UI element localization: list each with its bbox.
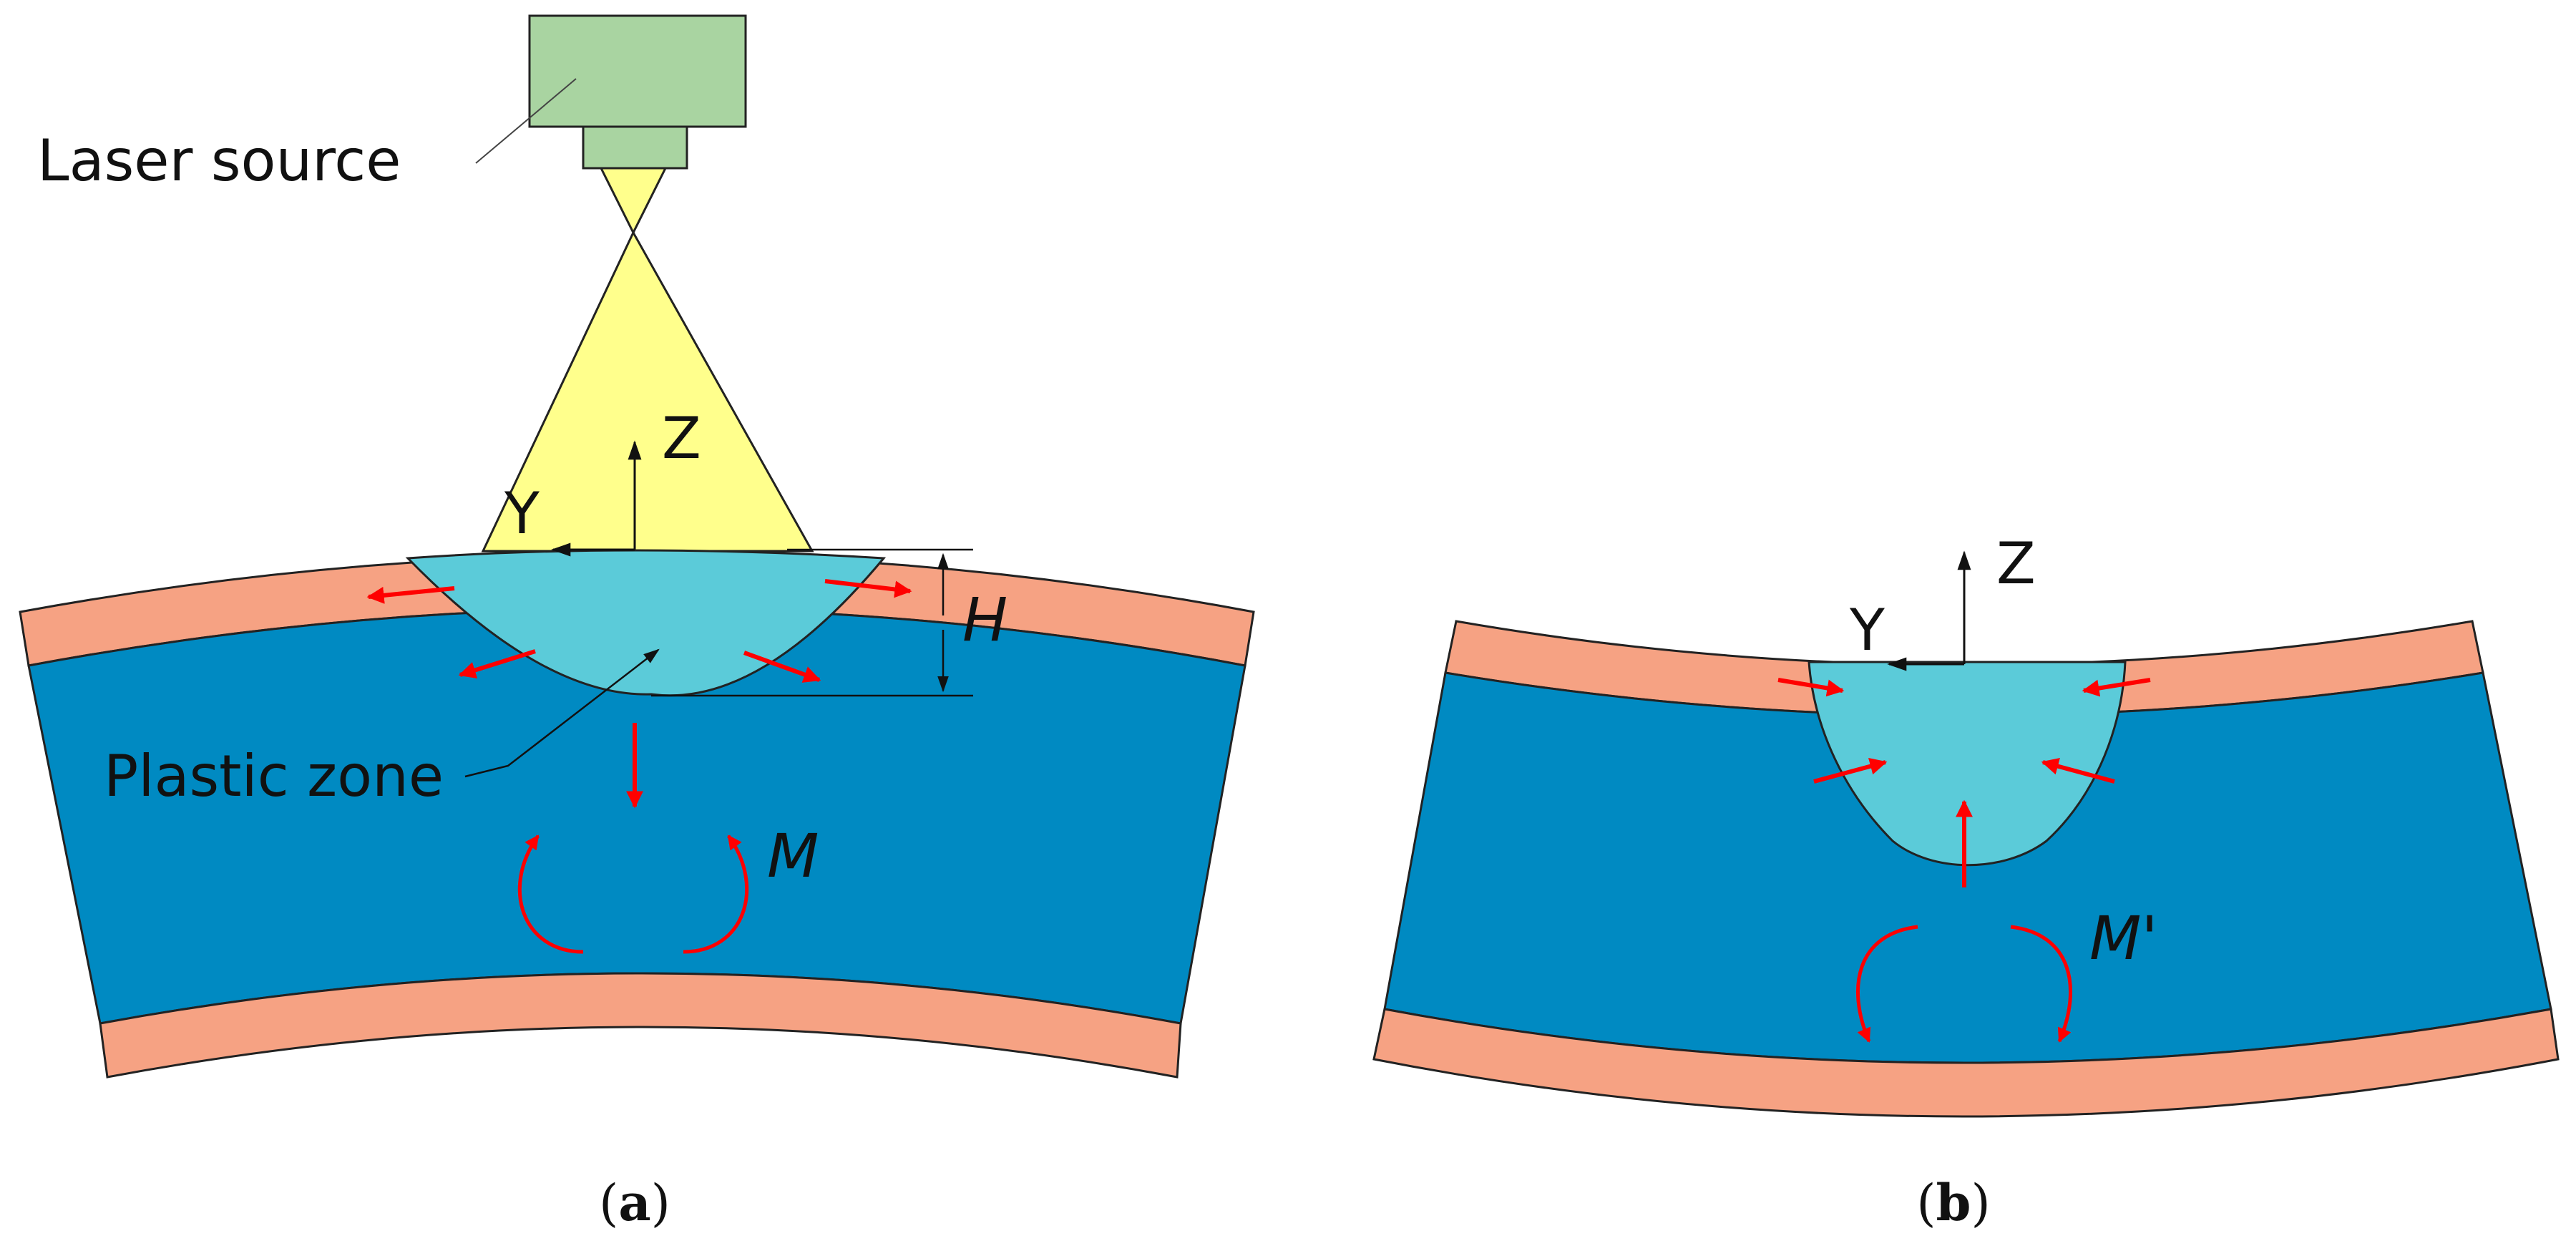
z-axis-label-a: Z (662, 405, 701, 472)
laser-head (528, 14, 747, 128)
plate-a-bottom-layer (99, 972, 1182, 1079)
moment-label-a: M (767, 821, 819, 891)
force-arrow-left-top (366, 586, 455, 604)
plastic-zone-b (1807, 661, 2127, 867)
moment-arrow-left (517, 834, 584, 954)
laser-leader-line (475, 78, 577, 164)
moment-arrow-b-right (2010, 925, 2073, 1043)
force-arrow-b-left-top (1777, 678, 1845, 697)
force-arrow-b-right-bottom (2041, 758, 2115, 784)
force-arrow-right-top (824, 579, 912, 598)
caption-b: (b) (1916, 1173, 1991, 1232)
force-arrow-b-right-top (2082, 678, 2151, 697)
panel-b: Z Y M' (b) (1372, 530, 2560, 1232)
force-arrow-right-bottom (743, 651, 821, 683)
depth-label: H (962, 585, 1008, 655)
plastic-zone-leader (464, 648, 660, 778)
moment-arrow-b-left (1855, 925, 1918, 1043)
force-arrow-left-bottom (458, 649, 536, 678)
laser-source-label: Laser source (37, 127, 401, 194)
force-arrow-b-left-bottom (1813, 758, 1888, 784)
caption-a: (a) (599, 1173, 670, 1232)
moment-label-b: M' (2089, 903, 2158, 973)
y-axis-label-a: Y (504, 480, 540, 547)
laser-nozzle (582, 125, 688, 170)
y-axis-label-b: Y (1849, 597, 1885, 663)
z-axis-label-b: Z (1996, 530, 2036, 597)
moment-arrow-right (683, 834, 749, 954)
plastic-zone-label: Plastic zone (104, 743, 444, 809)
plate-b-bottom-layer (1372, 1008, 2560, 1118)
laser-beam-upper (599, 167, 668, 235)
panel-a: Laser source Z Y H Plastic zone M (a) (19, 14, 1255, 1232)
